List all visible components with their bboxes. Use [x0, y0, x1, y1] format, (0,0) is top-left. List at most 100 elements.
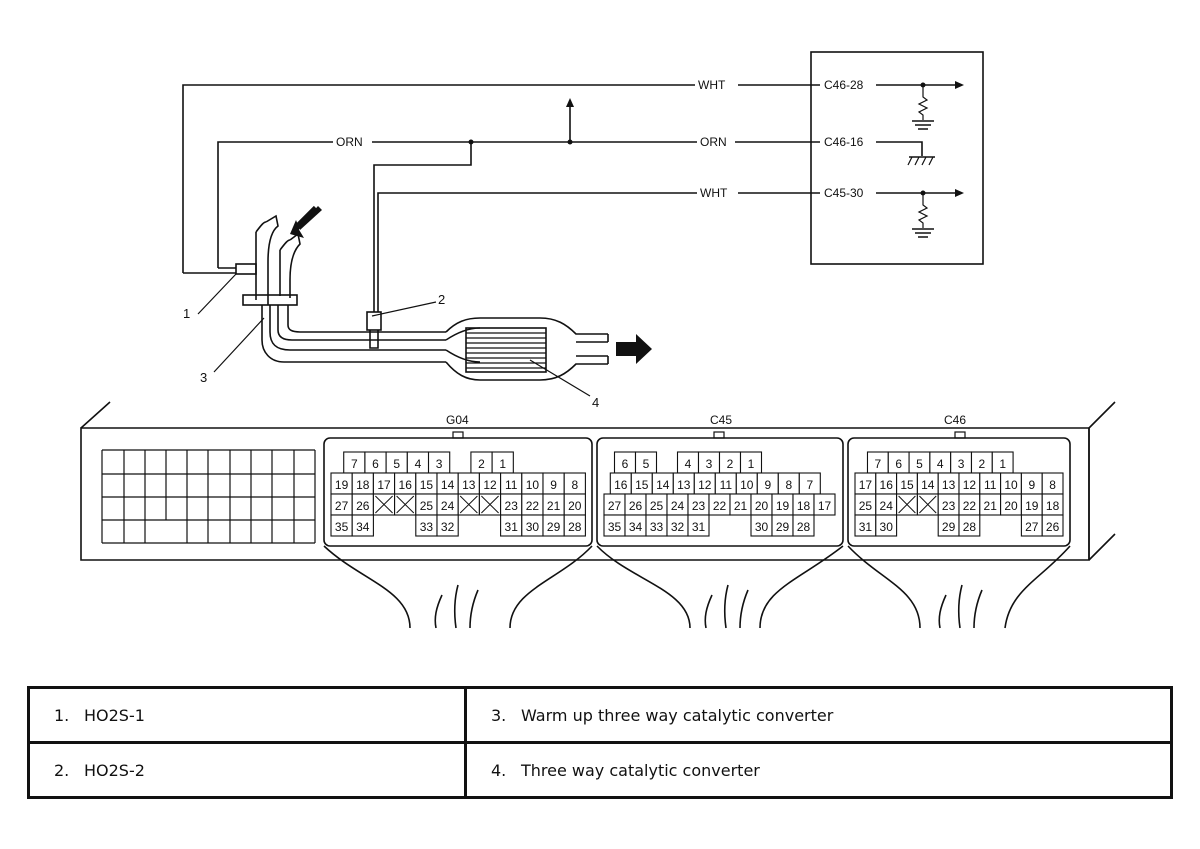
- pin-number: 18: [797, 499, 811, 513]
- pin-number: 15: [635, 478, 649, 492]
- pin-cell: [813, 493, 836, 516]
- pin-number: 28: [797, 520, 811, 534]
- outlet-arrow: [616, 334, 652, 364]
- legend-text-3: Warm up three way catalytic converter: [521, 705, 834, 725]
- pin-number: 30: [755, 520, 769, 534]
- pin-number: 13: [677, 478, 691, 492]
- orn-up-arrowhead: [566, 98, 574, 107]
- pin-number: 34: [356, 520, 370, 534]
- pin-number: 22: [526, 499, 540, 513]
- pin-number: 4: [937, 457, 944, 471]
- pin-number: 16: [880, 478, 894, 492]
- pin-number: 2: [727, 457, 734, 471]
- pin-cell: [958, 514, 981, 537]
- pin-number: 4: [415, 457, 422, 471]
- pin-number: 29: [776, 520, 790, 534]
- legend-cell-2: 2.HO2S-2: [27, 741, 467, 799]
- pin-number: 9: [550, 478, 557, 492]
- blank-pin-mark: [898, 495, 916, 514]
- pin-number: 31: [505, 520, 519, 534]
- pin-number: 2: [478, 457, 485, 471]
- pin-number: 24: [880, 499, 894, 513]
- pin-number: 1: [499, 457, 506, 471]
- pin-number: 11: [720, 478, 733, 492]
- pin-number: 27: [335, 499, 349, 513]
- callout-3: 3: [200, 370, 207, 385]
- pin-number: 7: [351, 457, 358, 471]
- exhaust-system: [183, 205, 652, 381]
- ecm-box: [810, 51, 984, 265]
- pin-number: 7: [875, 457, 882, 471]
- legend-cell-3: 3.Warm up three way catalytic converter: [464, 686, 1173, 744]
- pin-number: 5: [916, 457, 923, 471]
- pin-number: 6: [895, 457, 902, 471]
- pin-number: 25: [420, 499, 434, 513]
- pin-number: 22: [713, 499, 727, 513]
- orn-wire: [217, 141, 820, 268]
- pin-number: 10: [1004, 478, 1018, 492]
- orn-branch-wire: [373, 142, 472, 312]
- pin-number: 3: [706, 457, 713, 471]
- pin-cell: [563, 514, 586, 537]
- pin-number: 26: [356, 499, 370, 513]
- pin-number: 29: [942, 520, 956, 534]
- pin-number: 20: [1004, 499, 1018, 513]
- pin-number: 15: [420, 478, 434, 492]
- pin-number: 6: [372, 457, 379, 471]
- connector-g04-label: G04: [446, 413, 469, 427]
- pin-number: 9: [764, 478, 771, 492]
- pin-number: 34: [629, 520, 643, 534]
- pin-number: 31: [692, 520, 706, 534]
- pin-cell: [792, 514, 815, 537]
- pin-number: 10: [740, 478, 754, 492]
- orn-right-label: ORN: [700, 135, 727, 149]
- pin-number: 13: [462, 478, 476, 492]
- pin-number: 13: [942, 478, 956, 492]
- pin-number: 21: [984, 499, 998, 513]
- c46-16-circuit: [876, 141, 935, 166]
- pin-number: 28: [568, 520, 582, 534]
- pin-number: 12: [698, 478, 712, 492]
- pin-number: 29: [547, 520, 561, 534]
- pin-number: 1: [999, 457, 1006, 471]
- pin-cell: [875, 514, 898, 537]
- callout-2: 2: [438, 292, 445, 307]
- pin-number: 8: [571, 478, 578, 492]
- legend-text-1: HO2S-1: [84, 705, 145, 725]
- pin-cell: [436, 514, 459, 537]
- pin-number: 20: [755, 499, 769, 513]
- pin-number: 23: [505, 499, 519, 513]
- orn-left-label: ORN: [336, 135, 363, 149]
- legend-text-4: Three way catalytic converter: [521, 760, 760, 780]
- pin-number: 28: [963, 520, 977, 534]
- callout-1: 1: [183, 306, 190, 321]
- pin-number: 17: [859, 478, 873, 492]
- wht-top-label: WHT: [698, 78, 726, 92]
- pin-number: 24: [671, 499, 685, 513]
- pin-number: 20: [568, 499, 582, 513]
- connector-c46-label: C46: [944, 413, 966, 427]
- legend-row: 1.HO2S-1 3.Warm up three way catalytic c…: [27, 686, 1173, 744]
- pin-number: 32: [441, 520, 455, 534]
- pin-number: 12: [483, 478, 497, 492]
- pin-number: 25: [650, 499, 664, 513]
- pin-number: 6: [622, 457, 629, 471]
- terminal-c45-30: C45-30: [824, 186, 864, 200]
- pin-number: 12: [963, 478, 977, 492]
- pin-number: 14: [441, 478, 455, 492]
- pin-number: 19: [1025, 499, 1039, 513]
- pin-cell: [351, 514, 374, 537]
- pin-number: 11: [505, 478, 518, 492]
- c45-30-circuit: [876, 189, 964, 238]
- c46-28-circuit: [876, 81, 964, 130]
- blank-pin-mark: [919, 495, 937, 514]
- ecm-housing: [80, 401, 1116, 629]
- pin-number: 24: [441, 499, 455, 513]
- pin-cell: [687, 514, 710, 537]
- blank-pin-mark: [481, 495, 499, 514]
- pin-number: 15: [900, 478, 914, 492]
- pin-number: 19: [335, 478, 349, 492]
- pin-number: 5: [393, 457, 400, 471]
- legend-text-2: HO2S-2: [84, 760, 145, 780]
